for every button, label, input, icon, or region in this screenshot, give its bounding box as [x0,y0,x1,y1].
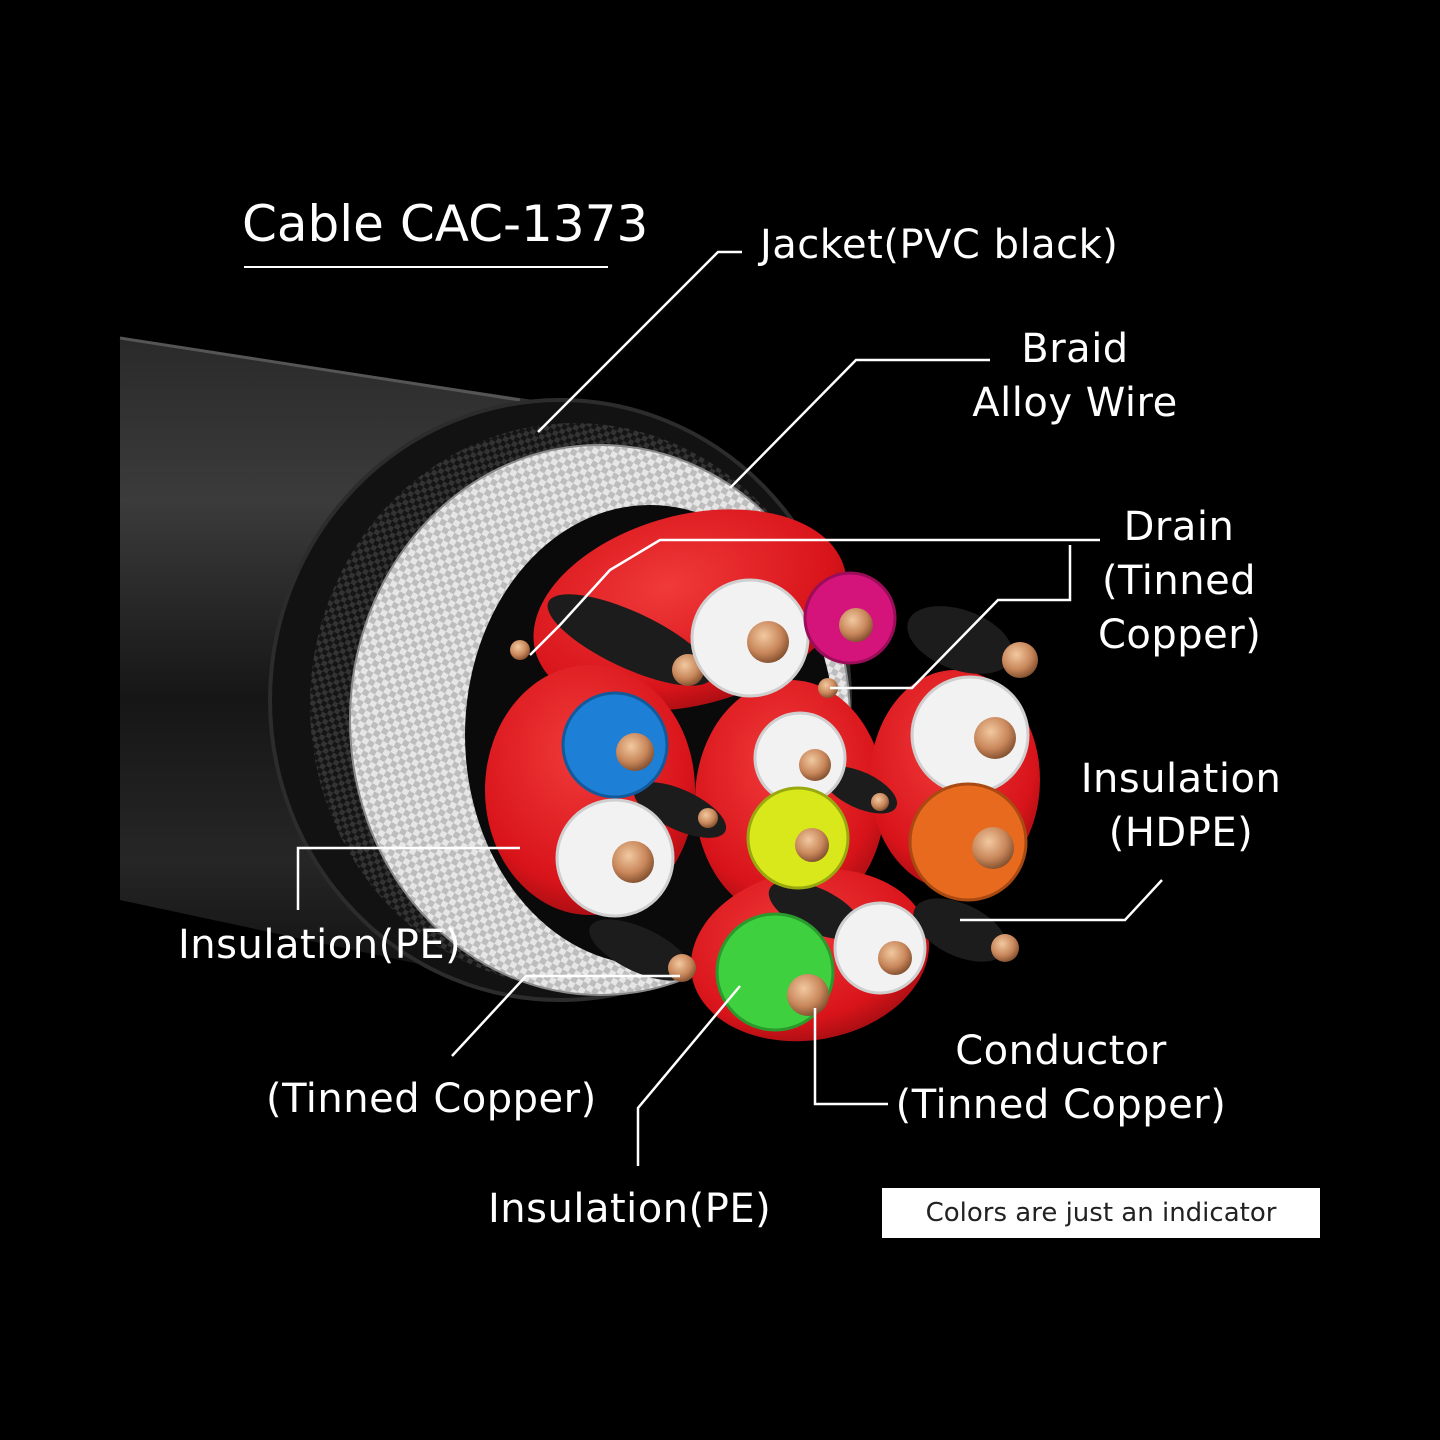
insulation-hdpe-leader [960,879,1163,922]
label-braid: Braid Alloy Wire [966,322,1184,430]
color-disclaimer-note: Colors are just an indicator [882,1188,1320,1238]
label-conductor: Conductor (Tinned Copper) [894,1024,1228,1132]
drain-leader-lower [830,545,1072,690]
label-braid-line-2: Alloy Wire [972,380,1178,426]
label-braid-line-1: Braid [1021,326,1129,372]
insulated-conductors [555,571,1030,1032]
drain-leader-upper [529,538,1100,656]
label-drain: Drain (Tinned Copper) [1098,500,1262,662]
conductors [612,608,1016,1016]
leader-lines [296,250,1163,1166]
tinned-copper-leader [451,974,680,1057]
title-underline [244,266,608,268]
label-jacket: Jacket(PVC black) [760,222,1119,268]
braid-leader [729,358,990,489]
diagram-title: Cable CAC-1373 [242,195,649,253]
insulation-pe-left-leader [296,846,520,910]
label-drain-line-3: Copper) [1098,612,1262,658]
label-insulation-hdpe-line-2: (HDPE) [1108,810,1254,856]
label-tinned-copper: (Tinned Copper) [266,1076,597,1122]
jacket-leader [537,250,742,433]
label-insulation-hdpe-line-1: Insulation [1080,756,1282,802]
label-conductor-line-2: (Tinned Copper) [895,1082,1227,1128]
label-insulation-hdpe: Insulation (HDPE) [1074,752,1288,860]
label-drain-line-1: Drain [1123,504,1235,550]
conductor-leader [813,1008,888,1106]
label-insulation-pe-bottom: Insulation(PE) [488,1186,772,1232]
label-conductor-line-1: Conductor [955,1028,1167,1074]
label-insulation-pe-left: Insulation(PE) [178,922,462,968]
insulation-pe-bottom-leader [636,985,741,1166]
label-drain-line-2: (Tinned [1101,558,1257,604]
